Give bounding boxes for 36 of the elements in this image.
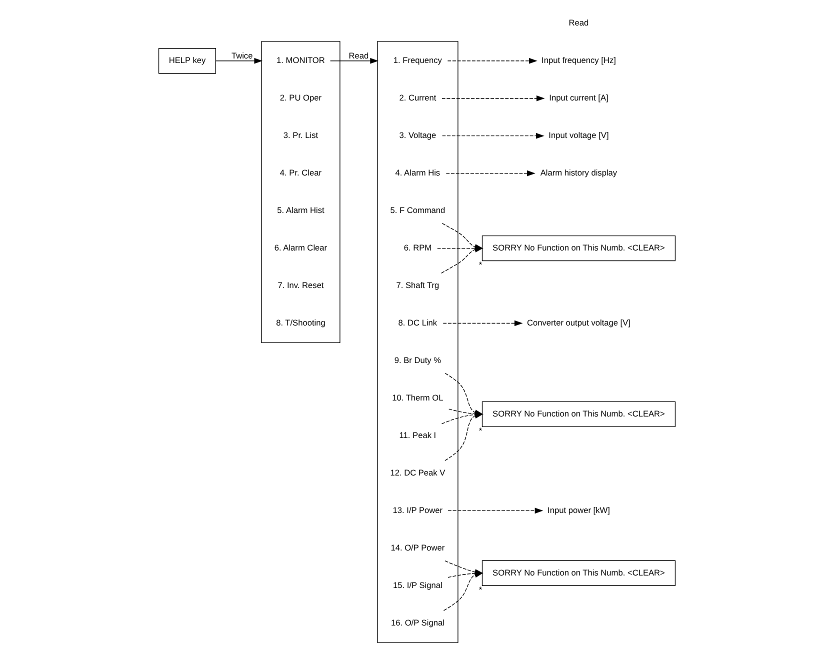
node-text: 7. Inv. Reset [278, 280, 324, 290]
node-text: 13. I/P Power [392, 504, 443, 515]
node-text: 6. RPM [404, 242, 432, 252]
node-text: 5. F Command [390, 204, 446, 215]
node-text: 1. MONITOR [276, 55, 325, 66]
node-text: Converter output voltage [V] [526, 317, 630, 328]
node-text: 7. Shaft Trg [396, 280, 440, 290]
node-text: 11. Peak I [399, 430, 436, 440]
node-text: 5. Alarm Hist [277, 204, 324, 215]
node-text: Input frequency [Hz] [542, 55, 616, 66]
node-label: * [478, 584, 482, 594]
node-text: 2. PU Oper [280, 92, 322, 102]
node-text: Alarm history display [540, 167, 618, 178]
node-text: 3. Pr. List [283, 130, 318, 140]
node-text: 12. DC Peak V [390, 467, 446, 478]
node-text: 2. Current [399, 92, 436, 102]
node-text: Input voltage [V] [548, 130, 609, 140]
node-label: * [478, 425, 482, 436]
node-text: 8. DC Link [398, 317, 438, 328]
node-text: 15. I/P Signal [393, 580, 442, 590]
node-text: 1. Frequency [393, 55, 442, 66]
node-text: 4. Pr. Clear [280, 167, 322, 178]
edge-label: Read [348, 50, 369, 61]
node-text: 8. T/Shooting [276, 317, 326, 328]
node-text: 9. Br Duty % [394, 354, 442, 365]
node-text: 14. O/P Power [390, 542, 445, 552]
node-text: Input power [kW] [548, 504, 610, 515]
label: Read [568, 18, 589, 28]
node-text: 6. Alarm Clear [274, 242, 328, 252]
node-label: * [478, 259, 482, 270]
node-text: 4. Alarm His [395, 167, 440, 178]
node-text: 10. Therm OL [392, 392, 444, 402]
node-text: 3. Voltage [399, 130, 436, 140]
edge-label: Twice [231, 50, 253, 61]
node-text: Input current [A] [549, 92, 608, 102]
node-text: 16. O/P Signal [390, 617, 444, 628]
